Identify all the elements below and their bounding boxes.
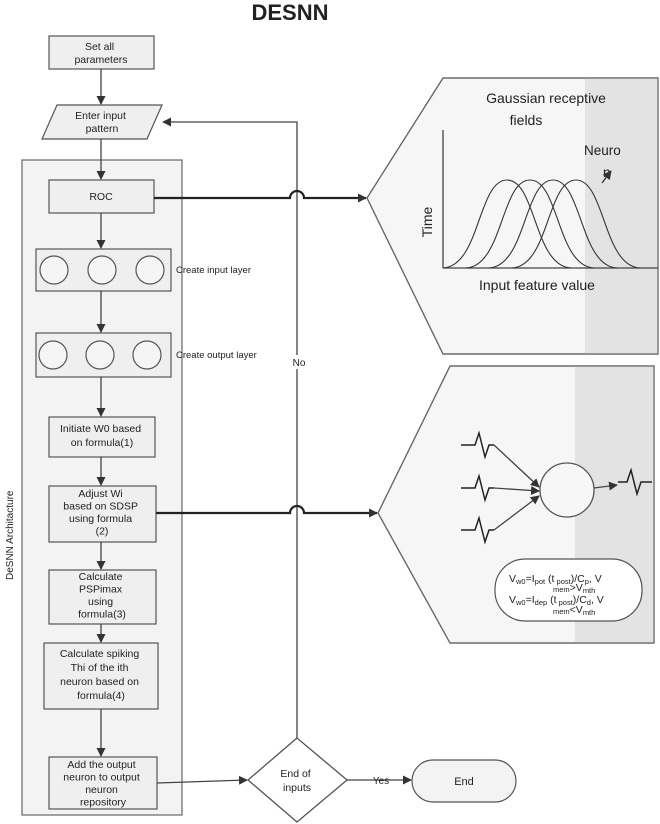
arrow-no-loop bbox=[162, 117, 298, 738]
synapse-2 bbox=[493, 485, 540, 495]
arrow-add-to-decision bbox=[156, 775, 248, 785]
calc-spiking-text: Calculate spiking Thi of the ith neuron … bbox=[60, 648, 142, 702]
calc-psp-text: Calculate PSPimax using formula(3) bbox=[78, 571, 126, 621]
end-text: End bbox=[454, 776, 474, 788]
decision-text: End of inputs bbox=[280, 768, 313, 794]
architecture-label: DeSNN Architacture bbox=[5, 490, 16, 580]
gaussian-panel-outline bbox=[366, 77, 659, 355]
formula-2-cont: mem<Vmth bbox=[553, 604, 595, 617]
spike-input-3 bbox=[461, 515, 494, 545]
calc-spiking-box bbox=[43, 642, 159, 710]
roc-box bbox=[48, 179, 155, 214]
add-output-text: Add the output neuron to output neuron r… bbox=[63, 759, 142, 809]
no-label: No bbox=[293, 358, 306, 369]
roc-text: ROC bbox=[89, 191, 113, 203]
adjust-wi-text: Adjust Wi based on SDSP using formula (2… bbox=[63, 488, 140, 538]
input-neuron-1 bbox=[39, 255, 69, 285]
set-params-text: Set all parameters bbox=[74, 41, 127, 66]
output-neuron-3 bbox=[132, 340, 162, 370]
connector-adjust-to-neuron bbox=[156, 504, 378, 518]
gaussian-x-axis-label: Input feature value bbox=[479, 277, 595, 293]
output-neuron-1 bbox=[38, 340, 68, 370]
decision-diamond bbox=[247, 737, 349, 823]
end-terminal bbox=[411, 759, 517, 803]
gaussian-curve-4 bbox=[511, 179, 641, 269]
formula-1: Vw0=Ipot (t post)/Cp, V bbox=[509, 573, 602, 586]
formula-1-cont: mem>Vmth bbox=[553, 582, 595, 595]
calc-psp-box bbox=[48, 569, 157, 625]
spiking-neuron bbox=[539, 462, 595, 518]
gaussian-curve-1 bbox=[442, 179, 572, 269]
gaussian-curve-2 bbox=[465, 179, 595, 269]
gaussian-curves bbox=[442, 179, 641, 269]
gaussian-panel-shade bbox=[585, 78, 658, 354]
enter-input-box bbox=[41, 104, 163, 140]
yes-label: Yes bbox=[373, 776, 389, 787]
spike-output bbox=[618, 467, 652, 497]
adjust-wi-box bbox=[48, 485, 157, 543]
gaussian-title: Gaussian receptive fields bbox=[486, 90, 610, 128]
input-neuron-3 bbox=[135, 255, 165, 285]
no-label-bg bbox=[290, 355, 308, 369]
output-layer-label: Create output layer bbox=[176, 350, 257, 361]
initiate-w0-text: Initiate W0 based on formula(1) bbox=[60, 423, 144, 449]
input-layer-label: Create input layer bbox=[176, 265, 251, 276]
enter-input-text: Enter input pattern bbox=[75, 110, 129, 135]
neuron-pointer bbox=[601, 170, 612, 184]
output-neuron-2 bbox=[85, 340, 115, 370]
synapse-3 bbox=[493, 495, 540, 531]
spike-input-2 bbox=[461, 473, 494, 503]
synapse-1 bbox=[493, 444, 540, 488]
connector-roc-to-gaussian bbox=[154, 189, 367, 203]
set-params-box bbox=[48, 35, 155, 70]
neuron-output-arrow bbox=[593, 481, 618, 491]
spike-input-1 bbox=[461, 430, 494, 460]
formula-box bbox=[494, 558, 643, 622]
neuron-panel-outline bbox=[377, 365, 655, 644]
diagram-title: DESNN bbox=[251, 0, 328, 25]
formula-2: Vw0=Idep (t post)/Cd, V bbox=[509, 594, 604, 607]
initiate-w0-box bbox=[48, 416, 156, 458]
input-neuron-2 bbox=[87, 255, 117, 285]
gaussian-curve-3 bbox=[488, 179, 618, 269]
gaussian-y-axis-label: Time bbox=[419, 206, 435, 237]
input-spikes bbox=[461, 430, 494, 545]
